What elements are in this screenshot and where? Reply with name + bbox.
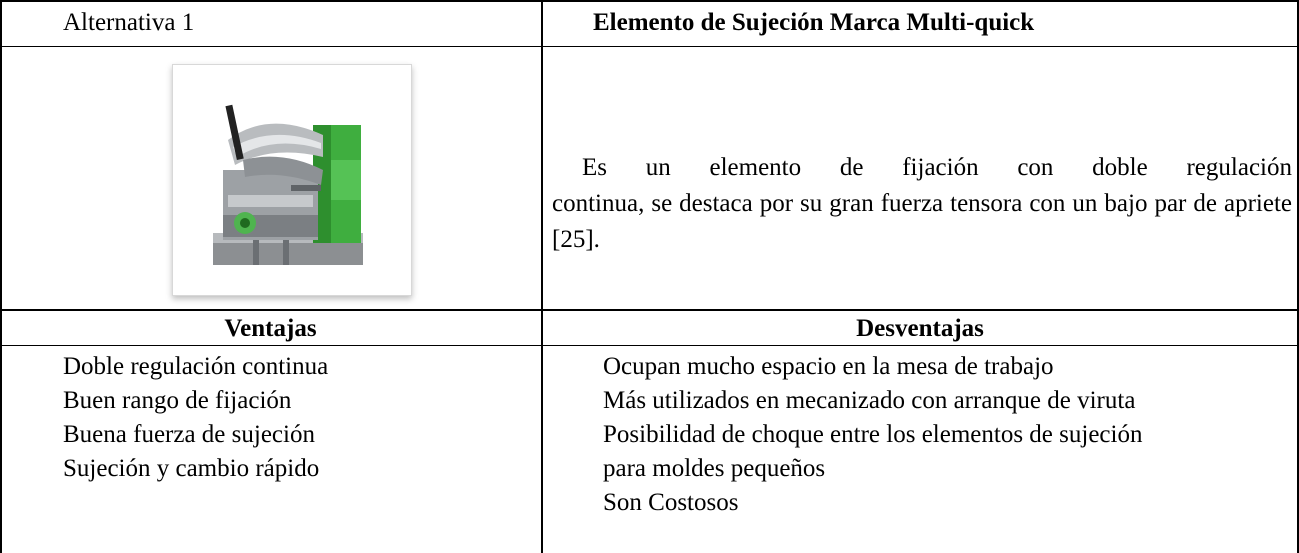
list-item: Ocupan mucho espacio en la mesa de traba… — [603, 353, 1054, 380]
list-item: para moldes pequeños — [603, 455, 826, 482]
description-line-1: Es un elemento de fijación con doble reg… — [582, 154, 1292, 181]
disadvantages-list: Ocupan mucho espacio en la mesa de traba… — [603, 350, 1142, 520]
disadvantages-header: Desventajas — [856, 315, 984, 342]
element-description: Es un elemento de fijación con doble reg… — [552, 150, 1292, 258]
description-rest: continua, se destaca por su gran fuerza … — [552, 190, 1292, 253]
row-divider-3 — [0, 345, 1299, 346]
advantages-header: Ventajas — [224, 315, 317, 342]
list-item: Buena fuerza de sujeción — [63, 421, 315, 448]
clamp-icon — [213, 104, 363, 265]
row-divider-2 — [0, 309, 1299, 311]
row-divider-1 — [0, 46, 1299, 47]
table-border-top — [0, 0, 1299, 2]
column-divider — [541, 0, 543, 553]
element-title: Elemento de Sujeción Marca Multi-quick — [593, 9, 1035, 36]
list-item: Doble regulación continua — [63, 353, 329, 380]
list-item: Son Costosos — [603, 489, 739, 516]
advantages-list: Doble regulación continua Buen rango de … — [63, 350, 328, 486]
clamp-device-photo — [172, 64, 412, 296]
list-item: Posibilidad de choque entre los elemento… — [603, 421, 1143, 448]
table-border-left — [0, 0, 2, 553]
list-item: Más utilizados en mecanizado con arranqu… — [603, 387, 1136, 414]
table-border-right — [1297, 0, 1299, 553]
alternative-label: Alternativa 1 — [63, 9, 195, 36]
list-item: Buen rango de fijación — [63, 387, 292, 414]
list-item: Sujeción y cambio rápido — [63, 455, 320, 482]
